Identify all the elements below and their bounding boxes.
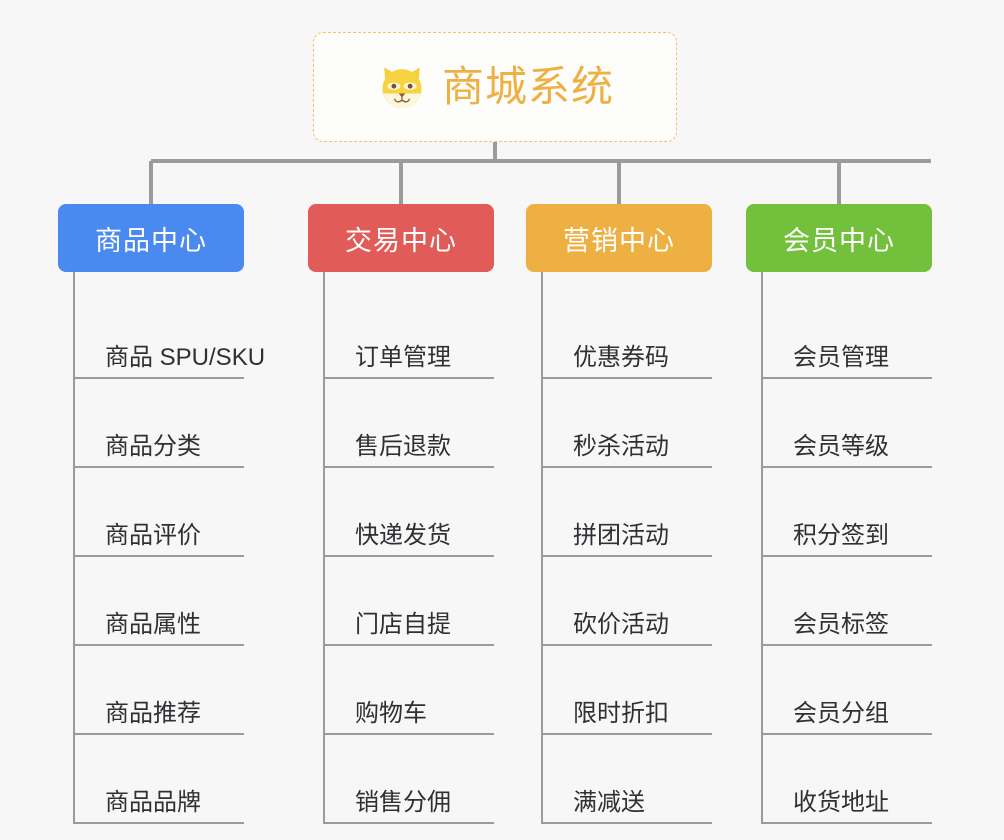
leaf-label: 商品 SPU/SKU [105,344,266,371]
leaf-label: 售后退款 [355,433,451,460]
list-item[interactable]: 秒杀活动 [541,379,712,468]
list-item[interactable]: 限时折扣 [541,646,712,735]
leaf-label: 商品评价 [105,522,201,549]
leaf-label: 限时折扣 [573,700,669,727]
branch-spine [761,272,763,824]
branch-header-label: 商品中心 [95,225,207,256]
branch-header-1[interactable]: 交易中心 [308,204,494,272]
leaf-label: 快递发货 [355,522,451,549]
leaf-label: 会员管理 [793,344,889,371]
branch-spine [323,272,325,824]
list-item[interactable]: 商品属性 [73,557,244,646]
list-item[interactable]: 商品分类 [73,379,244,468]
branch-spine [541,272,543,824]
branch-header-label: 会员中心 [783,225,895,256]
list-item[interactable]: 销售分佣 [323,735,494,824]
shiba-dog-face-icon [382,67,422,109]
branch-column-1: 交易中心 订单管理 售后退款 快递发货 门店自提 购物车 销售分佣 [308,204,494,824]
list-item[interactable]: 订单管理 [323,290,494,379]
branch-column-3: 会员中心 会员管理 会员等级 积分签到 会员标签 会员分组 收货地址 [746,204,932,824]
branch-column-0: 商品中心 商品 SPU/SKU 商品分类 商品评价 商品属性 商品推荐 商品品牌 [58,204,265,824]
branch-header-3[interactable]: 会员中心 [746,204,932,272]
leaf-label: 商品推荐 [105,700,201,727]
leaf-label: 拼团活动 [573,522,669,549]
branch-header-2[interactable]: 营销中心 [526,204,712,272]
leaf-list-1: 订单管理 售后退款 快递发货 门店自提 购物车 销售分佣 [323,272,494,824]
root-title: 商城系统 [441,63,614,110]
branch-header-label: 交易中心 [345,225,457,256]
list-item[interactable]: 积分签到 [761,468,932,557]
branch-column-2: 营销中心 优惠券码 秒杀活动 拼团活动 砍价活动 限时折扣 满减送 [526,204,712,824]
list-item[interactable]: 会员等级 [761,379,932,468]
leaf-label: 商品品牌 [105,789,201,816]
leaf-label: 商品属性 [105,611,201,638]
branch-header-label: 营销中心 [563,225,675,256]
list-item[interactable]: 优惠券码 [541,290,712,379]
leaf-list-3: 会员管理 会员等级 积分签到 会员标签 会员分组 收货地址 [761,272,932,824]
leaf-list-2: 优惠券码 秒杀活动 拼团活动 砍价活动 限时折扣 满减送 [541,272,712,824]
list-item[interactable]: 商品推荐 [73,646,244,735]
root-node[interactable]: 商城系统 [313,32,677,142]
list-item[interactable]: 门店自提 [323,557,494,646]
list-item[interactable]: 商品评价 [73,468,244,557]
branch-header-0[interactable]: 商品中心 [58,204,244,272]
list-item[interactable]: 会员标签 [761,557,932,646]
leaf-label: 商品分类 [105,433,201,460]
leaf-label: 积分签到 [793,522,889,549]
list-item[interactable]: 会员分组 [761,646,932,735]
list-item[interactable]: 收货地址 [761,735,932,824]
leaf-label: 门店自提 [355,611,451,638]
list-item[interactable]: 商品 SPU/SKU [73,290,265,379]
leaf-list-0: 商品 SPU/SKU 商品分类 商品评价 商品属性 商品推荐 商品品牌 [73,272,265,824]
leaf-label: 订单管理 [355,344,451,371]
leaf-label: 优惠券码 [573,344,669,371]
list-item[interactable]: 砍价活动 [541,557,712,646]
list-item[interactable]: 购物车 [323,646,494,735]
list-item[interactable]: 拼团活动 [541,468,712,557]
leaf-label: 收货地址 [793,789,889,816]
leaf-label: 会员等级 [793,433,889,460]
list-item[interactable]: 会员管理 [761,290,932,379]
leaf-label: 砍价活动 [573,611,669,638]
branch-spine [73,272,75,824]
list-item[interactable]: 商品品牌 [73,735,244,824]
leaf-label: 满减送 [573,789,645,816]
leaf-label: 销售分佣 [355,789,451,816]
leaf-label: 会员标签 [793,611,889,638]
leaf-label: 秒杀活动 [573,433,669,460]
list-item[interactable]: 售后退款 [323,379,494,468]
leaf-label: 会员分组 [793,700,889,727]
list-item[interactable]: 满减送 [541,735,712,824]
list-item[interactable]: 快递发货 [323,468,494,557]
leaf-label: 购物车 [355,700,427,727]
